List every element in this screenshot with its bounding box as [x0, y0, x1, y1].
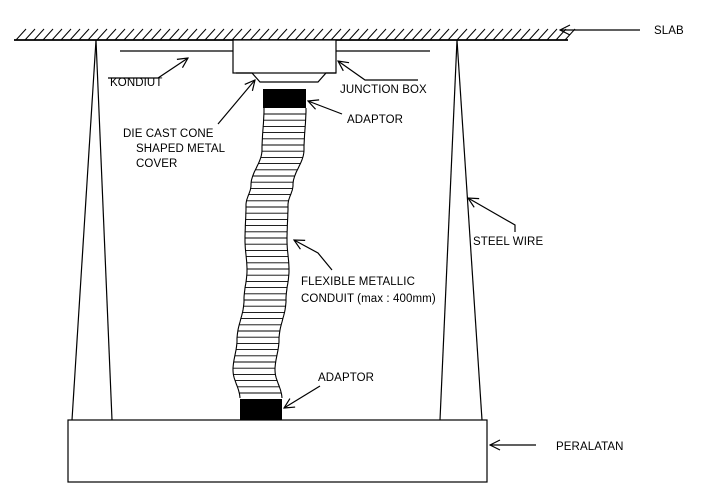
label-peralatan: PERALATAN	[556, 441, 624, 453]
arrow-cone-cover	[217, 80, 255, 125]
hatch-mark	[51, 28, 63, 41]
hatch-mark	[78, 28, 90, 41]
hatch-mark	[132, 28, 144, 41]
hatch-mark	[357, 28, 369, 41]
hatch-mark	[375, 28, 387, 41]
hatch-mark	[537, 28, 549, 41]
label-junction-box: JUNCTION BOX	[340, 84, 427, 96]
peralatan-box	[67, 419, 488, 483]
hatch-mark	[339, 28, 351, 41]
label-flexible-conduit-line-2: CONDUIT (max : 400mm)	[301, 293, 436, 305]
label-cone-cover-line-1: DIE CAST CONE	[123, 128, 214, 140]
hatch-mark	[240, 28, 252, 41]
hatch-mark	[429, 28, 441, 41]
hatch-mark	[501, 28, 513, 41]
arrow-adaptor-bottom	[284, 385, 321, 408]
hatch-mark	[42, 28, 54, 41]
hatch-mark	[231, 28, 243, 41]
arrow-kondiut	[108, 58, 188, 79]
hatch-mark	[60, 28, 72, 41]
label-slab: SLAB	[654, 25, 684, 37]
hatch-mark	[330, 28, 342, 41]
hatch-mark	[438, 28, 450, 41]
hatch-mark	[159, 28, 171, 41]
hatch-mark	[150, 28, 162, 41]
hatch-mark	[447, 28, 459, 41]
hatch-mark	[24, 28, 36, 41]
hatch-mark	[474, 28, 486, 41]
label-cone-cover-line-2: SHAPED METAL	[136, 143, 226, 155]
conduit-left-edge	[232, 108, 265, 399]
hatch-mark	[87, 28, 99, 41]
hatch-mark	[285, 28, 297, 41]
hatch-mark	[186, 28, 198, 41]
adaptor-bottom	[240, 399, 282, 420]
hatch-mark	[195, 28, 207, 41]
label-adaptor-top: ADAPTOR	[347, 114, 403, 126]
hatch-mark	[402, 28, 414, 41]
hatch-mark	[465, 28, 477, 41]
hatch-mark	[114, 28, 126, 41]
arrow-junction-box	[338, 61, 418, 81]
slab	[14, 28, 576, 41]
hatch-mark	[294, 28, 306, 41]
hatch-mark	[510, 28, 522, 41]
hatch-mark	[564, 28, 576, 41]
hatch-mark	[15, 28, 27, 41]
hatch-mark	[519, 28, 531, 41]
slab-hatching	[15, 28, 576, 41]
label-adaptor-bottom: ADAPTOR	[318, 372, 374, 384]
cone-cover	[236, 72, 336, 83]
hatch-mark	[528, 28, 540, 41]
hatch-mark	[312, 28, 324, 41]
hatch-mark	[168, 28, 180, 41]
hatch-mark	[213, 28, 225, 41]
hatch-mark	[276, 28, 288, 41]
hatch-mark	[204, 28, 216, 41]
hatch-mark	[366, 28, 378, 41]
text-labels: SLAB KONDIUT JUNCTION BOX ADAPTOR DIE CA…	[110, 25, 684, 453]
hatch-mark	[105, 28, 117, 41]
hatch-mark	[258, 28, 270, 41]
steel-wire-right	[439, 39, 483, 421]
junction-box	[232, 39, 337, 74]
label-cone-cover-line-3: COVER	[136, 158, 177, 170]
arrow-steel-wire	[468, 198, 516, 232]
hatch-mark	[141, 28, 153, 41]
hatch-mark	[348, 28, 360, 41]
hatch-mark	[222, 28, 234, 41]
hatch-mark	[33, 28, 45, 41]
hatch-mark	[123, 28, 135, 41]
hatch-mark	[96, 28, 108, 41]
hatch-mark	[321, 28, 333, 41]
hatch-mark	[555, 28, 567, 41]
hatch-mark	[384, 28, 396, 41]
hatch-mark	[483, 28, 495, 41]
steel-wire-left	[71, 39, 113, 421]
label-kondiut: KONDIUT	[110, 77, 162, 89]
hatch-mark	[267, 28, 279, 41]
hatch-mark	[249, 28, 261, 41]
hatch-mark	[411, 28, 423, 41]
hatch-mark	[546, 28, 558, 41]
arrow-adaptor-top	[308, 101, 343, 115]
hatch-mark	[303, 28, 315, 41]
arrow-flexible-conduit	[294, 240, 333, 271]
hatch-mark	[177, 28, 189, 41]
leader-arrows	[108, 30, 640, 445]
flexible-metallic-conduit	[232, 108, 307, 399]
hatch-mark	[69, 28, 81, 41]
hatch-mark	[393, 28, 405, 41]
label-flexible-conduit-line-1: FLEXIBLE METALLIC	[301, 276, 415, 288]
adaptor-top	[263, 89, 306, 108]
hatch-mark	[456, 28, 468, 41]
hatch-mark	[492, 28, 504, 41]
hatch-mark	[420, 28, 432, 41]
label-steel-wire: STEEL WIRE	[473, 236, 543, 248]
